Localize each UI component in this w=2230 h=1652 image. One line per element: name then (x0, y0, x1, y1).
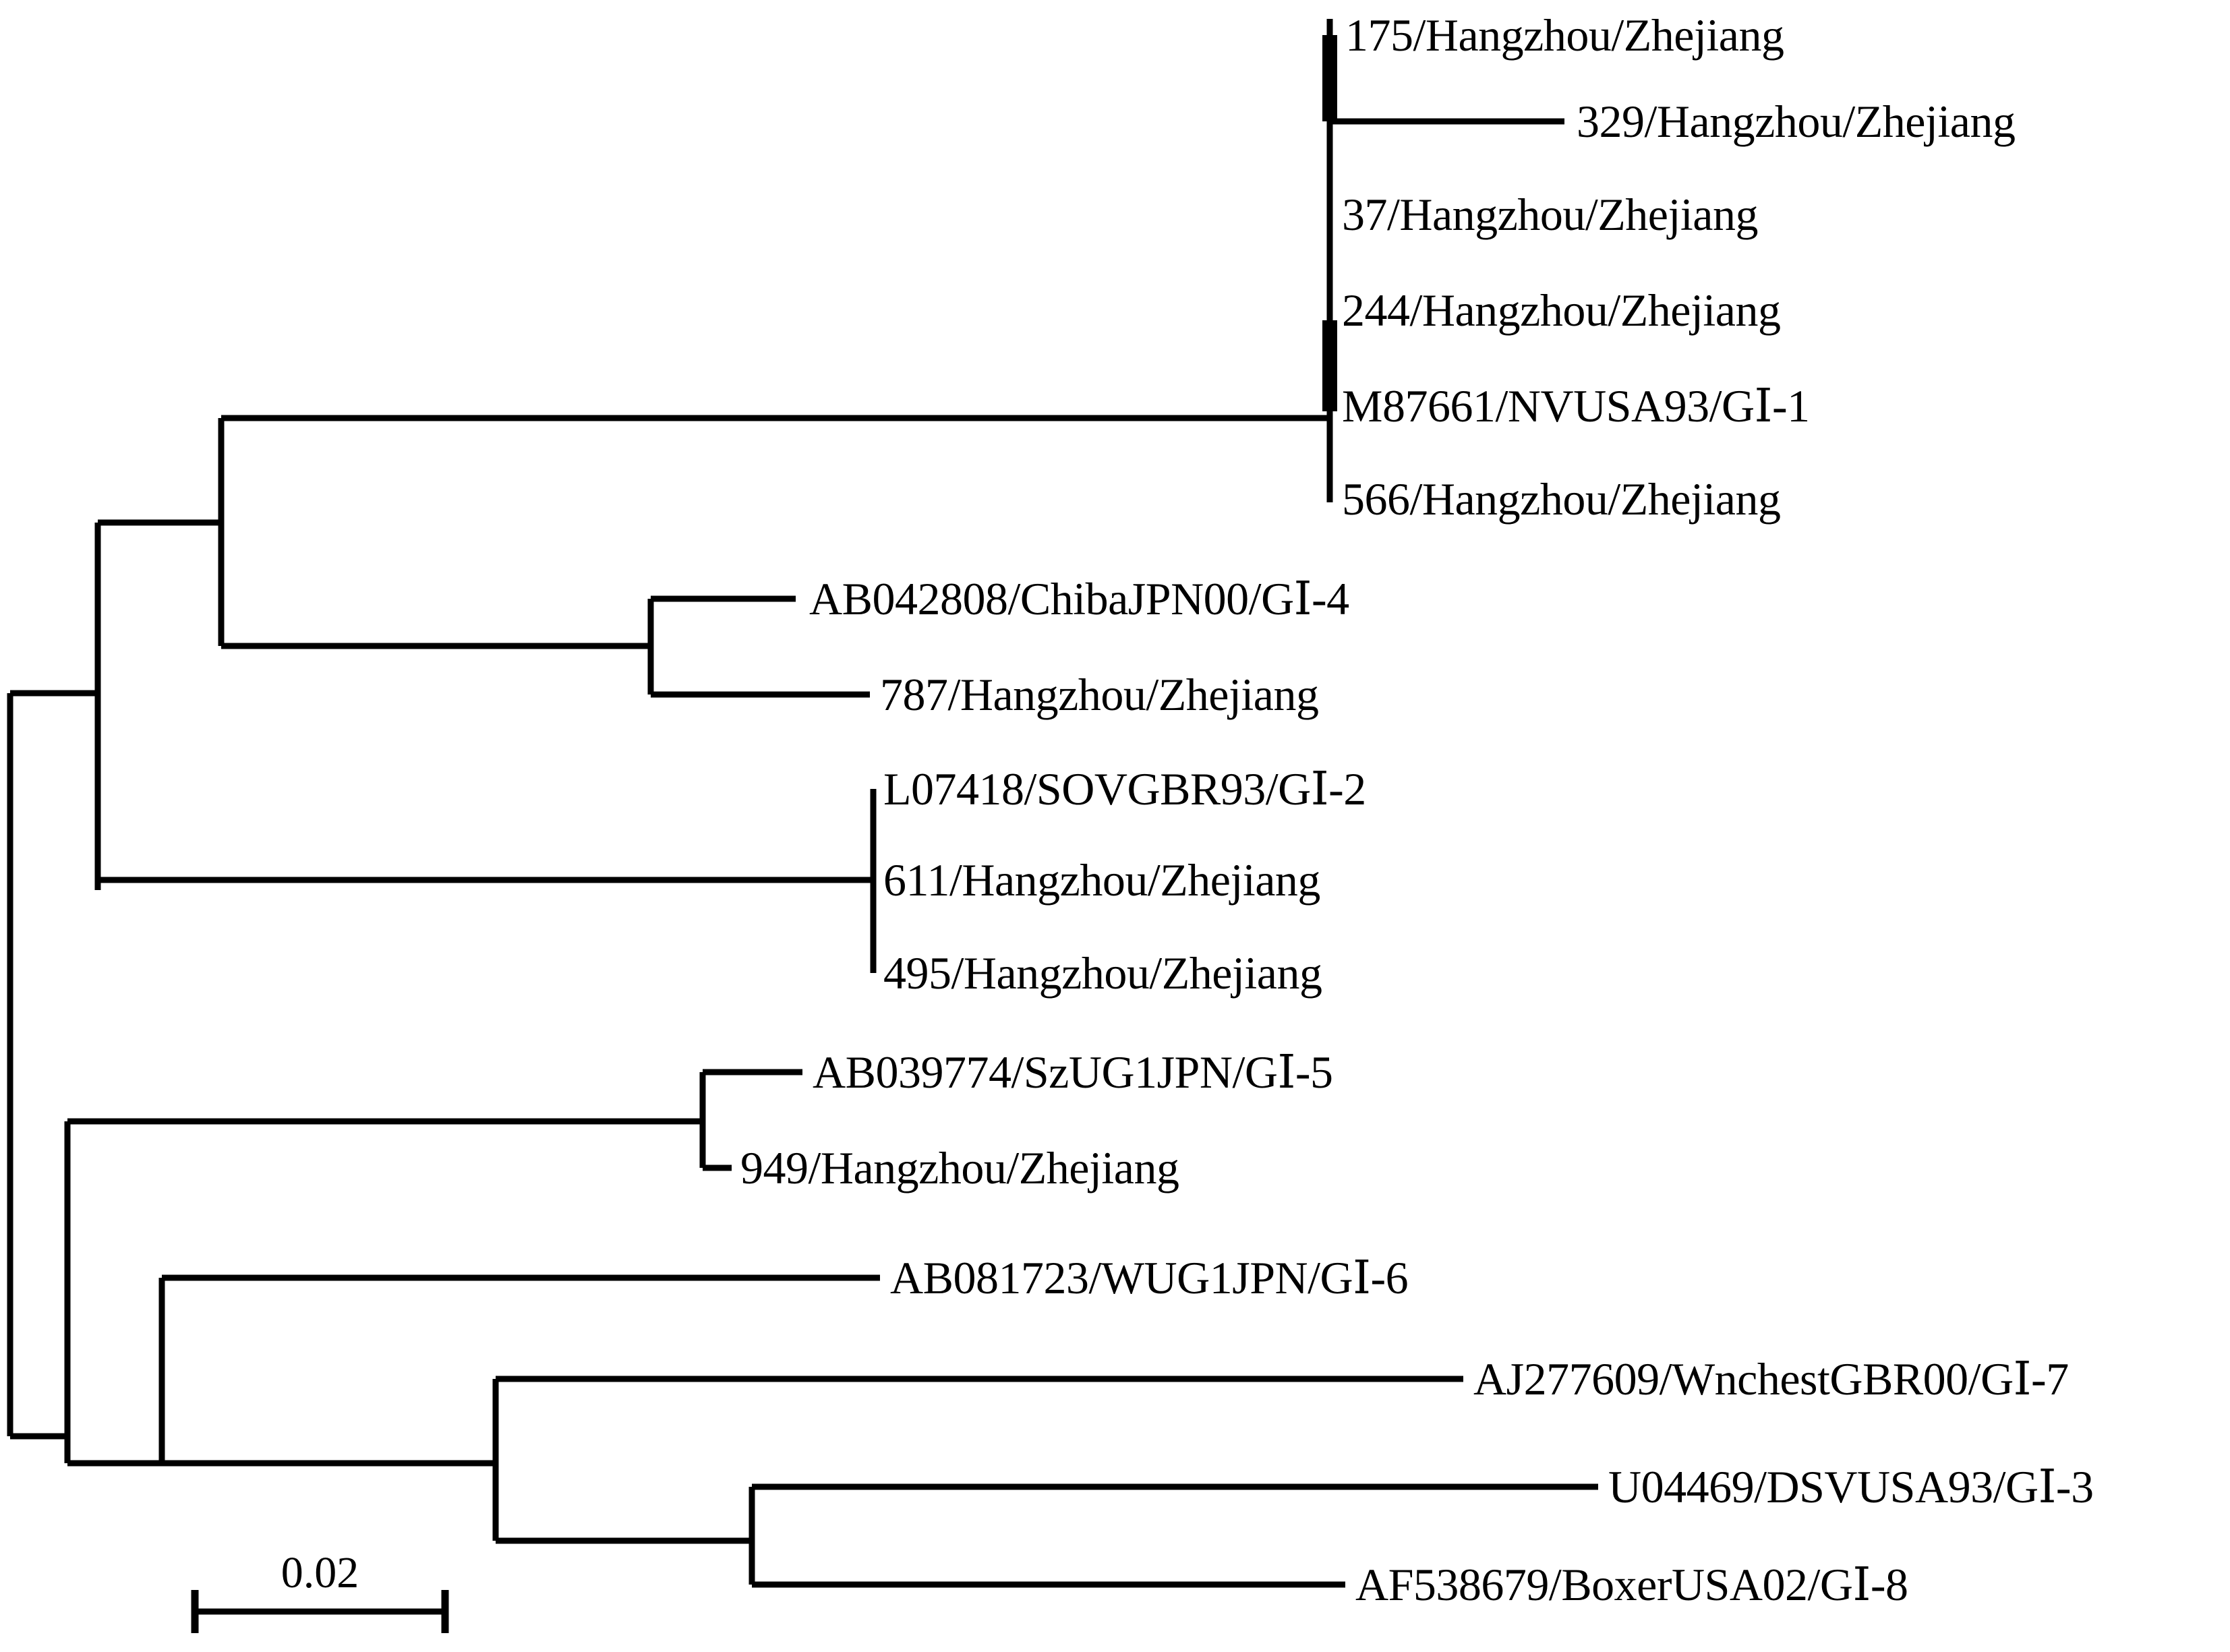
scale-bar-label: 0.02 (281, 1548, 359, 1597)
taxon-label-t4: 244/Hangzhou/Zhejiang (1342, 285, 1781, 336)
taxon-label-t17: AF538679/BoxerUSA02/GⅠ-8 (1355, 1559, 1908, 1610)
taxon-label-t6: 566/Hangzhou/Zhejiang (1342, 473, 1781, 525)
taxon-label-t12: AB039774/SzUG1JPN/GⅠ-5 (813, 1046, 1333, 1098)
taxon-label-t1: 175/Hangzhou/Zhejiang (1345, 9, 1784, 61)
taxon-label-t7: AB042808/ChibaJPN00/GⅠ-4 (809, 573, 1349, 624)
taxon-label-t9: L07418/SOVGBR93/GⅠ-2 (883, 763, 1366, 815)
taxon-label-t2: 329/Hangzhou/Zhejiang (1577, 96, 2016, 147)
taxon-label-t16: U04469/DSVUSA93/GⅠ-3 (1608, 1461, 2094, 1512)
taxon-label-t3: 37/Hangzhou/Zhejiang (1342, 189, 1758, 240)
taxon-label-t8: 787/Hangzhou/Zhejiang (880, 669, 1319, 720)
taxon-label-t14: AB081723/WUG1JPN/GⅠ-6 (890, 1252, 1409, 1303)
taxon-label-t11: 495/Hangzhou/Zhejiang (883, 947, 1322, 999)
taxon-label-t15: AJ277609/WnchestGBR00/GⅠ-7 (1473, 1353, 2069, 1405)
taxon-label-t5: M87661/NVUSA93/GⅠ-1 (1342, 380, 1810, 432)
taxon-label-t10: 611/Hangzhou/Zhejiang (883, 854, 1320, 906)
taxon-label-t13: 949/Hangzhou/Zhejiang (740, 1142, 1179, 1193)
